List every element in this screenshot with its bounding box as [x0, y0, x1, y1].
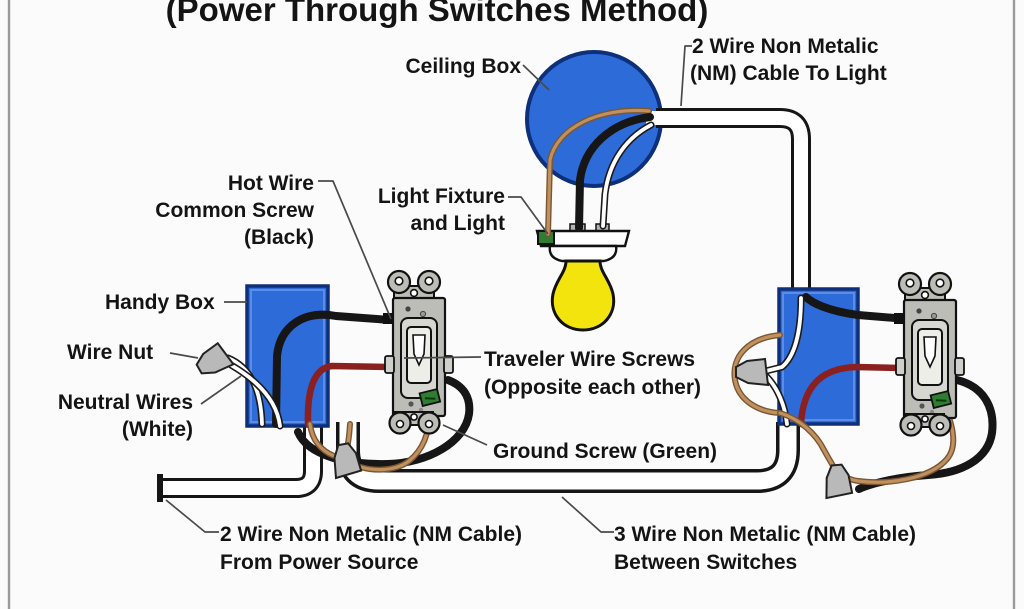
hot-wire-to-common — [272, 310, 394, 428]
red-traveler-wire-right — [797, 363, 904, 428]
common-screw-terminal-right — [894, 313, 903, 324]
left-switch — [383, 269, 455, 435]
label-power-source-cable: 2 Wire Non Metalic (NM Cable) — [220, 523, 522, 546]
label-neutral-wires: (White) — [122, 418, 193, 441]
label-cable-to-light: 2 Wire Non Metalic — [692, 35, 879, 58]
cable-from-power-source — [157, 420, 323, 502]
leader-wire-nut — [169, 352, 199, 359]
label-ground-screw: Ground Screw (Green) — [493, 440, 717, 463]
light-bulb — [550, 259, 616, 332]
cable-to-light — [646, 108, 811, 300]
light-fixture — [535, 223, 631, 332]
diagram-title: (Power Through Switches Method) — [166, 0, 709, 28]
leader-hot-wire — [318, 180, 392, 320]
label-traveler-screws: Traveler Wire Screws — [484, 348, 695, 371]
right-switch — [894, 271, 966, 437]
cable-end-cap — [157, 474, 163, 502]
label-handy-box: Handy Box — [105, 291, 215, 314]
leader-ground-screw — [442, 424, 488, 446]
label-traveler-screws: (Opposite each other) — [484, 376, 701, 399]
common-screw-terminal-left — [383, 313, 392, 324]
leader-cable-to-light — [680, 45, 692, 107]
label-neutral-wires: Neutral Wires — [58, 391, 193, 414]
label-hot-wire-common: Hot Wire — [228, 172, 314, 195]
label-between-switches-cable: 3 Wire Non Metalic (NM Cable) — [614, 523, 916, 546]
hot-wire-to-common-right — [802, 293, 899, 322]
leader-power-source — [165, 499, 219, 533]
red-traveler-wire-left — [304, 362, 396, 428]
wire-nut-neutral — [191, 340, 235, 382]
fixture-socket — [548, 244, 618, 263]
label-wire-nut: Wire Nut — [67, 341, 153, 364]
right-box-wires — [731, 293, 997, 500]
leader-ceiling-box — [522, 64, 550, 91]
label-ceiling-box: Ceiling Box — [405, 55, 521, 78]
leader-light-fixture — [508, 196, 549, 235]
label-power-source-cable: From Power Source — [220, 551, 418, 574]
leader-neutral-wires — [200, 375, 242, 405]
ceiling-wires — [545, 107, 655, 237]
leader-lines — [165, 45, 692, 533]
label-light-fixture: Light Fixture — [378, 185, 505, 208]
leader-between-switches — [561, 496, 614, 533]
label-cable-to-light: (NM) Cable To Light — [690, 62, 887, 85]
handy-box-left — [245, 284, 330, 428]
label-between-switches-cable: Between Switches — [614, 551, 797, 574]
label-hot-wire-common: Common Screw — [155, 199, 314, 222]
wire-nut-neutral-right — [735, 358, 769, 386]
leader-traveler-screws — [403, 356, 482, 359]
wire-nut-ground-right — [822, 462, 854, 500]
left-box-wires — [191, 310, 474, 480]
label-hot-wire-common: (Black) — [244, 226, 314, 249]
label-light-fixture: and Light — [411, 212, 505, 235]
